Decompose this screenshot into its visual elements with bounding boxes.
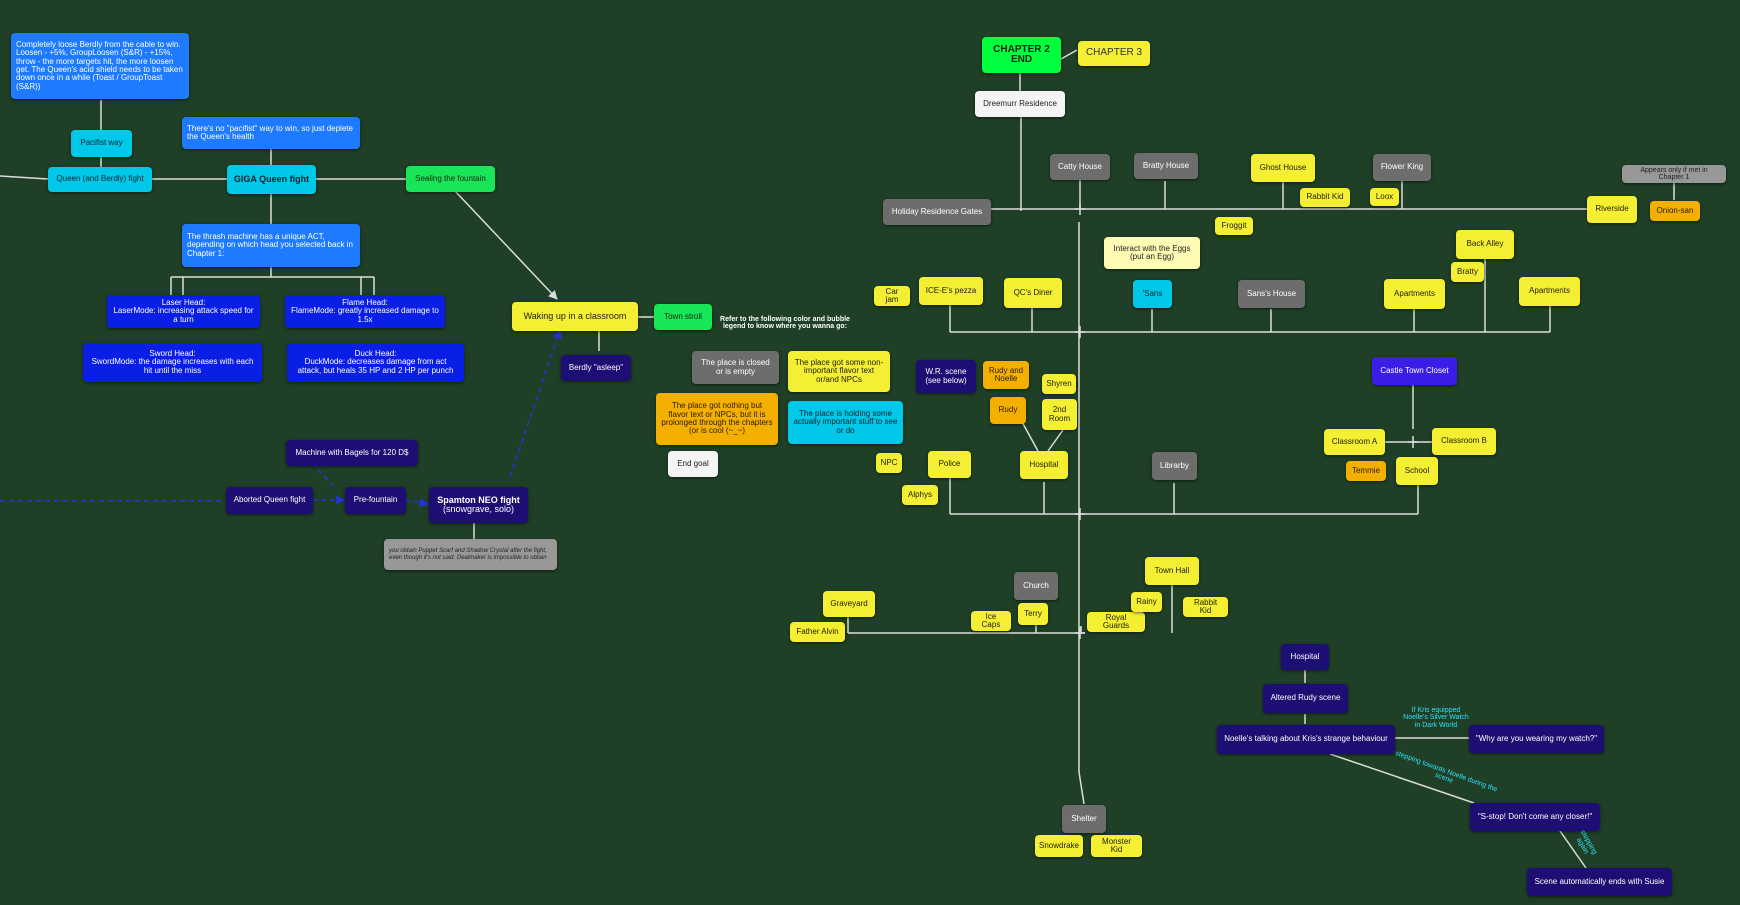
- rudy-node[interactable]: Rudy: [990, 397, 1026, 424]
- legend-important[interactable]: The place is holding some actually impor…: [788, 401, 903, 444]
- qc-diner-node[interactable]: QC's Diner: [1004, 278, 1062, 308]
- monster-kid-npc[interactable]: Monster Kid: [1091, 835, 1142, 857]
- car-jam-npc[interactable]: Car jam: [874, 286, 910, 306]
- legend-npc[interactable]: NPC: [876, 453, 902, 473]
- castle-town-closet-node[interactable]: Castle Town Closet: [1372, 357, 1457, 385]
- puppet-scarf-note[interactable]: you obtain Puppet Scarf and Shadow Cryst…: [384, 539, 557, 570]
- ice-e-pezza-node[interactable]: ICE-E's pezza: [919, 277, 983, 305]
- rainy-npc[interactable]: Rainy: [1131, 592, 1162, 612]
- legend-end-goal[interactable]: End goal: [668, 451, 718, 477]
- legend-nothing[interactable]: The place got nothing but flavor text or…: [656, 393, 778, 445]
- town-hall-node[interactable]: Town Hall: [1145, 557, 1199, 585]
- bratty-house-node[interactable]: Bratty House: [1134, 153, 1198, 179]
- spamton-neo-subtitle: (snowgrave, solo): [442, 504, 515, 514]
- riverside-node[interactable]: Riverside: [1587, 196, 1637, 223]
- chapter-2-end-node[interactable]: CHAPTER 2 END: [982, 37, 1061, 73]
- catty-house-node[interactable]: Catty House: [1050, 154, 1110, 180]
- ice-caps-npc[interactable]: Ice Caps: [971, 611, 1011, 631]
- second-room-node[interactable]: 2nd Room: [1042, 399, 1077, 430]
- sans-node[interactable]: 'Sans: [1133, 280, 1172, 308]
- library-node[interactable]: Librarby: [1152, 452, 1197, 480]
- why-watch-node[interactable]: "Why are you wearing my watch?": [1469, 725, 1604, 753]
- church-node[interactable]: Church: [1014, 572, 1058, 600]
- bratty-npc[interactable]: Bratty: [1451, 262, 1484, 282]
- scene-ends-node[interactable]: Scene automatically ends with Susie: [1527, 868, 1672, 896]
- laser-mode-text: LaserMode: increasing attack speed for a…: [113, 306, 254, 324]
- temmie-npc[interactable]: Temmie: [1346, 461, 1386, 481]
- thrash-machine-note[interactable]: The thrash machine has a unique ACT, dep…: [182, 224, 360, 267]
- flower-king-node[interactable]: Flower King: [1373, 154, 1431, 181]
- noelle-talking-node[interactable]: Noelle's talking about Kris's strange be…: [1217, 725, 1395, 754]
- hospital-scene-node[interactable]: Hospital: [1281, 644, 1329, 670]
- rabbit-kid-bottom-npc[interactable]: Rabbit Kid: [1183, 597, 1228, 617]
- apartments-node-2[interactable]: Apartments: [1519, 277, 1580, 306]
- town-stroll-node[interactable]: Town stroll: [654, 304, 712, 330]
- silver-watch-condition: If Kris equipped Noelle's Silver Watch i…: [1403, 707, 1469, 729]
- appears-only-note[interactable]: Appears only if met in Chapter 1: [1622, 165, 1726, 183]
- giga-queen-fight-node[interactable]: GIGA Queen fight: [227, 165, 316, 194]
- rabbit-kid-top-npc[interactable]: Rabbit Kid: [1300, 188, 1350, 207]
- back-alley-node[interactable]: Back Alley: [1456, 230, 1514, 259]
- queen-berdly-fight-node[interactable]: Queen (and Berdly) fight: [48, 167, 152, 192]
- apartments-node-1[interactable]: Apartments: [1384, 279, 1445, 309]
- stepping-again-condition: stepping again: [1574, 829, 1598, 856]
- flame-head-node[interactable]: Flame Head: FlameMode: greatly increased…: [285, 295, 445, 328]
- sword-head-title: Sword Head:: [149, 348, 196, 358]
- loose-berdly-note[interactable]: Completely loose Berdly from the cable t…: [11, 33, 189, 99]
- sword-head-node[interactable]: Sword Head: SwordMode: the damage increa…: [83, 343, 262, 382]
- terry-npc[interactable]: Terry: [1018, 603, 1048, 625]
- berdly-asleep-node[interactable]: Berdly "asleep": [561, 355, 631, 381]
- sword-mode-text: SwordMode: the damage increases with eac…: [91, 357, 254, 375]
- school-node[interactable]: School: [1396, 457, 1438, 485]
- pre-fountain-node[interactable]: Pre-fountain: [345, 487, 406, 514]
- legend-title: Refer to the following color and bubble …: [720, 316, 850, 331]
- s-stop-node[interactable]: "S-stop! Don't come any closer!": [1470, 803, 1600, 831]
- classroom-a-node[interactable]: Classroom A: [1324, 429, 1385, 455]
- rudy-noelle-npc[interactable]: Rudy and Noelle: [983, 361, 1029, 389]
- laser-head-node[interactable]: Laser Head: LaserMode: increasing attack…: [107, 295, 260, 328]
- laser-head-title: Laser Head:: [161, 297, 206, 307]
- duck-head-title: Duck Head:: [354, 348, 397, 358]
- legend-closed[interactable]: The place is closed or is empty: [692, 351, 779, 384]
- ghost-house-node[interactable]: Ghost House: [1251, 154, 1315, 182]
- shelter-node[interactable]: Shelter: [1062, 805, 1106, 833]
- stepping-towards-condition: stepping towards Noelle during the scene: [1394, 750, 1499, 794]
- spamton-neo-fight-node[interactable]: Spamton NEO fight (snowgrave, solo): [429, 487, 528, 523]
- graveyard-node[interactable]: Graveyard: [823, 591, 875, 617]
- dreemurr-residence-node[interactable]: Dreemurr Residence: [975, 91, 1065, 117]
- police-node[interactable]: Police: [928, 451, 971, 478]
- sealing-fountain-node[interactable]: Sealing the fountain: [406, 166, 495, 192]
- loox-npc[interactable]: Loox: [1370, 188, 1399, 206]
- spamton-neo-title: Spamton NEO fight: [437, 494, 520, 505]
- pacifist-way-node[interactable]: Pacifist way: [71, 130, 132, 157]
- altered-rudy-scene-node[interactable]: Altered Rudy scene: [1263, 684, 1348, 713]
- snowdrake-npc[interactable]: Snowdrake: [1035, 835, 1083, 857]
- waking-up-classroom-node[interactable]: Waking up in a classroom: [512, 302, 638, 331]
- sans-house-node[interactable]: Sans's House: [1238, 280, 1305, 308]
- legend-flavor[interactable]: The place got some non-important flavor …: [788, 351, 890, 392]
- duck-head-node[interactable]: Duck Head: DuckMode: decreases damage fr…: [287, 343, 464, 382]
- machine-bagels-node[interactable]: Machine with Bagels for 120 D$: [286, 440, 418, 466]
- chapter-3-node[interactable]: CHAPTER 3: [1078, 41, 1150, 66]
- interact-eggs-node[interactable]: Interact with the Eggs (put an Egg): [1104, 237, 1200, 269]
- flame-head-title: Flame Head:: [342, 297, 388, 307]
- wr-scene-node[interactable]: W.R. scene (see below): [916, 360, 976, 393]
- classroom-b-node[interactable]: Classroom B: [1432, 428, 1496, 455]
- no-pacifist-note[interactable]: There's no "pacifist" way to win, so jus…: [182, 117, 360, 149]
- froggit-npc[interactable]: Froggit: [1215, 217, 1253, 235]
- royal-guards-npc[interactable]: Royal Guards: [1087, 612, 1145, 632]
- shyren-npc[interactable]: Shyren: [1042, 374, 1076, 394]
- aborted-queen-fight-node[interactable]: Aborted Queen fight: [226, 487, 313, 514]
- duck-mode-text: DuckMode: decreases damage from act atta…: [297, 357, 454, 375]
- flame-mode-text: FlameMode: greatly increased damage to 1…: [291, 306, 439, 324]
- holiday-residence-gates-node[interactable]: Holiday Residence Gates: [883, 199, 991, 225]
- father-alvin-npc[interactable]: Father Alvin: [790, 622, 845, 642]
- hospital-node[interactable]: Hospital: [1020, 451, 1068, 479]
- alphys-npc[interactable]: Alphys: [902, 485, 938, 505]
- onion-san-npc[interactable]: Onion-san: [1650, 201, 1700, 221]
